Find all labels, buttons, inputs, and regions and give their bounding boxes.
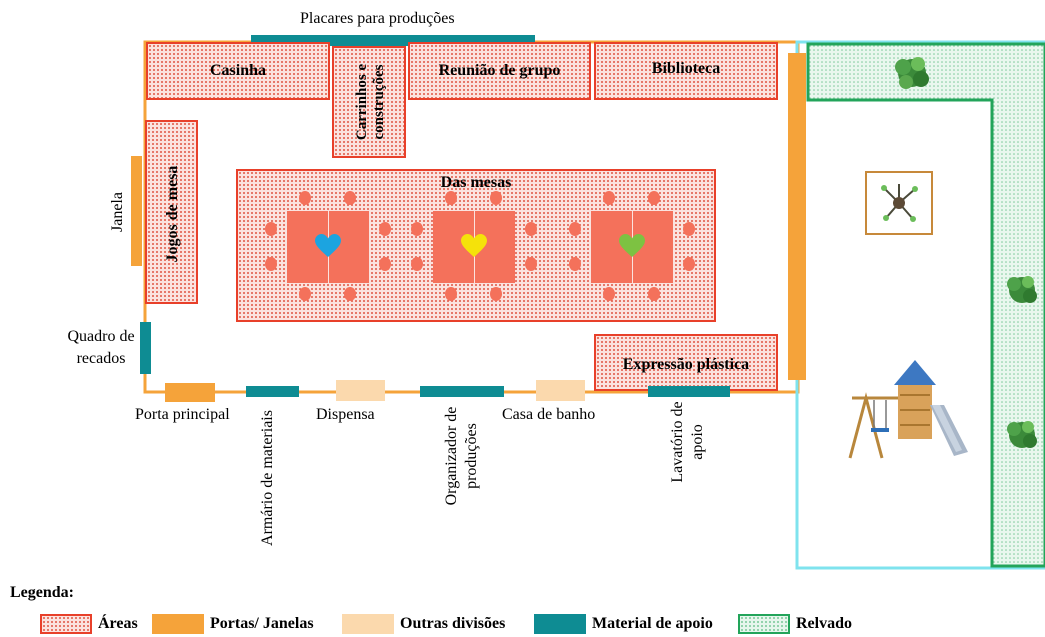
chair bbox=[525, 222, 537, 236]
lavatorio-sink bbox=[648, 386, 730, 397]
area-reuniao: Reunião de grupo bbox=[408, 42, 591, 100]
chair bbox=[490, 287, 502, 301]
area-jogos: Jogos de mesa bbox=[145, 120, 198, 304]
legend-swatch-portas bbox=[152, 614, 204, 634]
area-biblioteca-title: Biblioteca bbox=[651, 60, 721, 77]
tree-icon bbox=[895, 57, 929, 89]
chair bbox=[603, 191, 615, 205]
chair bbox=[344, 287, 356, 301]
chair bbox=[445, 287, 457, 301]
area-carrinhos-text: Carrinhos e construções bbox=[354, 63, 387, 141]
casa-banho-label: Casa de banho bbox=[502, 406, 596, 423]
chair bbox=[683, 257, 695, 271]
heart-icon bbox=[315, 234, 341, 257]
right-window bbox=[788, 53, 806, 380]
porta-principal-label: Porta principal bbox=[135, 406, 230, 423]
area-mesas-title: Das mesas bbox=[440, 174, 512, 191]
area-casinha: Casinha bbox=[146, 42, 330, 100]
lavatorio-label-text: Lavatório de apoio bbox=[669, 401, 706, 483]
heart-icon bbox=[461, 234, 487, 257]
legend-item-areas: Áreas bbox=[40, 613, 138, 635]
placares-board bbox=[251, 35, 535, 46]
chair bbox=[379, 222, 391, 236]
organizador-label-text: Organizador de produções bbox=[443, 406, 480, 506]
area-carrinhos: Carrinhos e construções bbox=[332, 46, 406, 158]
legend-label-relvado: Relvado bbox=[796, 615, 852, 632]
tree-icon bbox=[1007, 276, 1037, 303]
chair bbox=[299, 191, 311, 205]
janela-label: Janela bbox=[109, 192, 126, 232]
chair bbox=[569, 257, 581, 271]
area-expressao-title: Expressão plástica bbox=[622, 356, 750, 373]
playground-icon bbox=[848, 360, 968, 459]
area-expressao: Expressão plástica bbox=[594, 334, 778, 391]
casa-banho-room bbox=[536, 380, 585, 401]
lavatorio-label: Lavatório de apoio bbox=[668, 394, 708, 490]
chair bbox=[379, 257, 391, 271]
chair bbox=[344, 191, 356, 205]
legend-item-outras: Outras divisões bbox=[342, 613, 505, 635]
area-jogos-title: Jogos de mesa bbox=[164, 165, 181, 263]
area-carrinhos-title: Carrinhos e construções bbox=[354, 52, 388, 152]
legend-swatch-outras bbox=[342, 614, 394, 634]
quadro-board bbox=[140, 322, 151, 374]
chair bbox=[265, 257, 277, 271]
legend-swatch-areas bbox=[40, 614, 92, 634]
legend-label-outras: Outras divisões bbox=[400, 615, 506, 632]
chair bbox=[299, 287, 311, 301]
chair bbox=[683, 222, 695, 236]
chair bbox=[265, 222, 277, 236]
legend-item-relvado: Relvado bbox=[738, 613, 852, 635]
area-reuniao-title: Reunião de grupo bbox=[438, 62, 561, 79]
legend-label-material: Material de apoio bbox=[592, 615, 713, 632]
dispensa-room bbox=[336, 380, 385, 401]
placares-label: Placares para produções bbox=[300, 10, 455, 27]
legend-swatch-relvado bbox=[738, 614, 790, 634]
quadro-label-text: Quadro de recados bbox=[67, 328, 135, 367]
porta-principal-door bbox=[165, 383, 215, 402]
chair bbox=[411, 257, 423, 271]
tree-icon bbox=[1007, 421, 1037, 448]
legend-item-material: Material de apoio bbox=[534, 613, 713, 635]
organizador-label: Organizador de produções bbox=[442, 396, 482, 516]
armario-cabinet bbox=[246, 386, 299, 397]
legend-swatch-material bbox=[534, 614, 586, 634]
organizador-shelf bbox=[420, 386, 504, 397]
chair bbox=[490, 191, 502, 205]
legend-item-portas: Portas/ Janelas bbox=[152, 613, 314, 635]
legend-title: Legenda: bbox=[10, 584, 74, 601]
grass-area bbox=[806, 42, 1045, 568]
chair bbox=[445, 191, 457, 205]
legend-label-areas: Áreas bbox=[98, 615, 138, 632]
chair bbox=[411, 222, 423, 236]
heart-icon bbox=[619, 234, 645, 257]
quadro-label: Quadro de recados bbox=[56, 326, 146, 370]
chair bbox=[648, 287, 660, 301]
area-casinha-title: Casinha bbox=[209, 62, 267, 79]
dispensa-label: Dispensa bbox=[316, 406, 375, 423]
legend-label-portas: Portas/ Janelas bbox=[210, 615, 314, 632]
janela-window bbox=[131, 156, 142, 266]
chair bbox=[569, 222, 581, 236]
sandbox-icon bbox=[865, 171, 933, 235]
area-biblioteca: Biblioteca bbox=[594, 42, 778, 100]
chair bbox=[648, 191, 660, 205]
chair bbox=[603, 287, 615, 301]
chair bbox=[525, 257, 537, 271]
armario-label: Armário de materiais bbox=[259, 410, 276, 546]
